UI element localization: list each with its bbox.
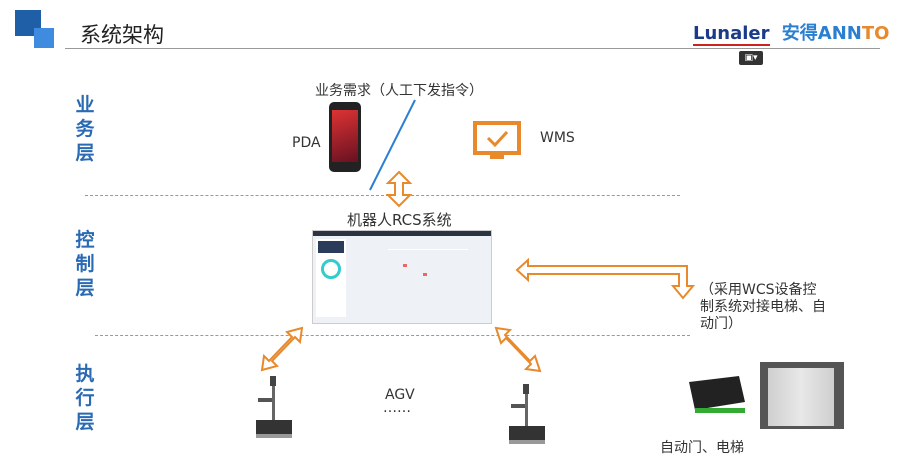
arrow-wms-rcs	[385, 170, 413, 208]
rcs-screenshot	[312, 230, 492, 324]
demand-slash-line	[369, 99, 416, 191]
divider-business-control	[85, 195, 680, 196]
arrow-rcs-agv-left	[260, 326, 304, 372]
agv-label: AGV	[385, 387, 415, 403]
elevator-image	[760, 362, 844, 429]
paste-options-button[interactable]: ▣▾	[739, 51, 763, 65]
agv-more: ……	[383, 400, 411, 416]
page-title: 系统架构	[80, 23, 164, 47]
lunaler-logo: Lunaler	[693, 23, 770, 46]
wcs-note: （采用WCS设备控制系统对接电梯、自动门）	[700, 282, 826, 332]
divider-control-execution	[95, 335, 690, 336]
wms-label: WMS	[540, 130, 575, 146]
monitor-icon	[473, 121, 521, 159]
layer-execution: 执行层	[75, 363, 95, 433]
pda-label: PDA	[292, 135, 321, 151]
layer-control: 控制层	[75, 229, 95, 299]
business-demand-label: 业务需求（人工下发指令）	[315, 83, 483, 99]
io-controller-device	[689, 376, 745, 413]
arrow-rcs-agv-right	[494, 326, 542, 373]
agv-robot-2	[509, 384, 545, 444]
arrow-rcs-wcs	[515, 258, 695, 300]
title-divider	[65, 48, 880, 49]
pda-phone-icon	[329, 102, 361, 172]
devices-label: 自动门、电梯	[660, 440, 744, 456]
brand-logos: Lunaler 安得ANNTO	[693, 23, 890, 46]
layer-business: 业务层	[75, 94, 95, 164]
rcs-label: 机器人RCS系统	[347, 211, 452, 229]
agv-robot-1	[256, 376, 292, 438]
